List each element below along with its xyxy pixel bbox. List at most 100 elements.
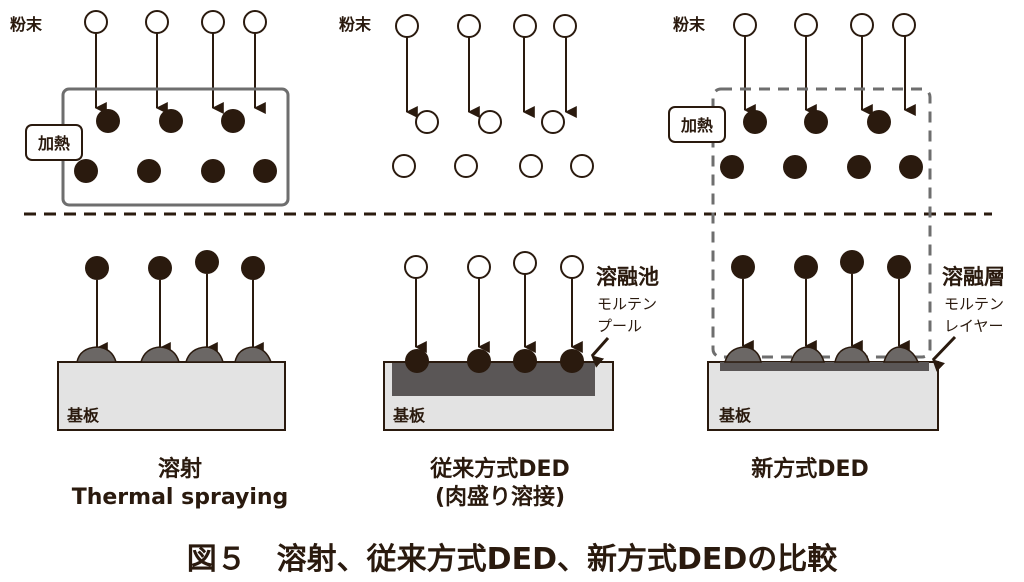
splat — [724, 346, 762, 363]
heating-label-box: 加熱 — [25, 124, 83, 161]
powder-particle — [553, 14, 577, 38]
impinging-particles — [85, 250, 265, 280]
powder-particle — [84, 10, 108, 34]
feed-arrows — [743, 36, 916, 116]
splat — [140, 346, 180, 363]
powder-particle — [892, 13, 916, 37]
substrate-label: 基板 — [66, 406, 100, 425]
molten-layer — [720, 362, 929, 371]
splats — [76, 346, 273, 363]
melting-particle — [405, 349, 429, 373]
powder-particles-top — [733, 13, 916, 37]
heated-particle — [887, 255, 911, 279]
impact-arrows — [95, 274, 264, 354]
caption-conventional-ded: 従来方式DED (肉盛り溶接) — [360, 456, 640, 512]
heated-particle — [85, 256, 109, 280]
powder-particles-top — [84, 10, 267, 34]
heated-particle — [720, 155, 744, 179]
incoming-particles — [404, 251, 584, 279]
powder-particle — [541, 110, 565, 134]
caption-line1: 新方式DED — [751, 457, 869, 482]
caption-thermal-spraying: 溶射 Thermal spraying — [40, 456, 320, 512]
splat — [790, 346, 825, 363]
heated-particle — [731, 255, 755, 279]
heated-particle — [159, 109, 183, 133]
powder-particle — [467, 255, 491, 279]
impinging-particles — [731, 250, 911, 279]
powder-particle — [513, 251, 537, 275]
powder-particle — [243, 10, 267, 34]
heated-particle — [148, 256, 172, 280]
heated-particle — [867, 110, 891, 134]
heated-particle — [804, 110, 828, 134]
melting-particle — [467, 349, 491, 373]
heated-particles — [74, 109, 277, 183]
molten-pool-label: 溶融池 — [596, 265, 659, 289]
powder-particle — [404, 255, 428, 279]
splat — [234, 346, 273, 363]
molten-pool-kana-line1: モルテン — [597, 295, 657, 313]
heated-particle — [221, 109, 245, 133]
powder-particle — [457, 14, 481, 38]
heated-particle — [899, 155, 923, 179]
splat — [76, 346, 117, 363]
powder-particle — [560, 255, 584, 279]
splats — [724, 346, 920, 363]
heating-label: 加熱 — [680, 116, 713, 135]
heated-particle — [195, 250, 219, 274]
substrate-label: 基板 — [392, 406, 426, 425]
molten-layer-callout: 溶融層 モルテン レイヤー — [931, 265, 1005, 372]
powder-label: 粉末 — [673, 15, 706, 34]
callout-arrow — [931, 335, 957, 372]
heated-particle — [253, 159, 277, 183]
figure-title: 図５ 溶射、従来方式DED、新方式DEDの比較 — [186, 542, 838, 577]
panel-new-ded: 粉末 加熱 — [668, 13, 1005, 431]
heated-particle — [201, 159, 225, 183]
powder-label: 粉末 — [339, 15, 372, 34]
caption-new-ded: 新方式DED — [690, 456, 930, 484]
caption-line1: 溶射 — [157, 457, 202, 482]
substrate — [57, 361, 286, 431]
heated-particle — [137, 159, 161, 183]
powder-particle — [392, 154, 416, 178]
powder-particle — [454, 154, 478, 178]
molten-layer-label: 溶融層 — [942, 265, 1005, 289]
heated-particle — [783, 155, 807, 179]
heated-particles — [720, 110, 923, 179]
substrate-label: 基板 — [718, 406, 752, 425]
heated-particle — [74, 159, 98, 183]
powder-particle — [570, 154, 594, 178]
impact-arrows — [414, 274, 583, 353]
powder-particle — [395, 14, 419, 38]
molten-layer-kana-line1: モルテン — [944, 295, 1004, 313]
splat — [883, 346, 920, 363]
molten-layer-kana-line2: レイヤー — [944, 317, 1004, 335]
molten-pool-kana-line2: プール — [597, 317, 642, 335]
powder-label: 粉末 — [10, 15, 43, 34]
melting-particles — [405, 349, 584, 373]
heated-particle — [847, 155, 871, 179]
splat — [834, 346, 870, 363]
melting-particle — [560, 349, 584, 373]
impact-arrows — [741, 274, 910, 352]
splat — [185, 346, 224, 363]
powder-particle — [478, 110, 502, 134]
heated-particle — [794, 255, 818, 279]
powder-particle — [201, 10, 225, 34]
powder-particle — [850, 13, 874, 37]
powder-particle — [519, 154, 543, 178]
heated-particle — [840, 250, 864, 274]
panel-conventional-ded: 粉末 — [339, 14, 659, 431]
heating-label-box: 加熱 — [668, 106, 726, 143]
heated-particle — [743, 110, 767, 134]
panel-thermal-spraying: 粉末 加熱 — [10, 10, 290, 431]
powder-particle — [145, 10, 169, 34]
powder-particles-top — [395, 14, 577, 38]
caption-line1: 従来方式DED — [430, 457, 570, 482]
feed-arrows — [94, 33, 266, 114]
unheated-particles — [392, 110, 594, 178]
powder-particle — [513, 14, 537, 38]
powder-particle — [415, 110, 439, 134]
caption-line2: Thermal spraying — [71, 485, 289, 510]
